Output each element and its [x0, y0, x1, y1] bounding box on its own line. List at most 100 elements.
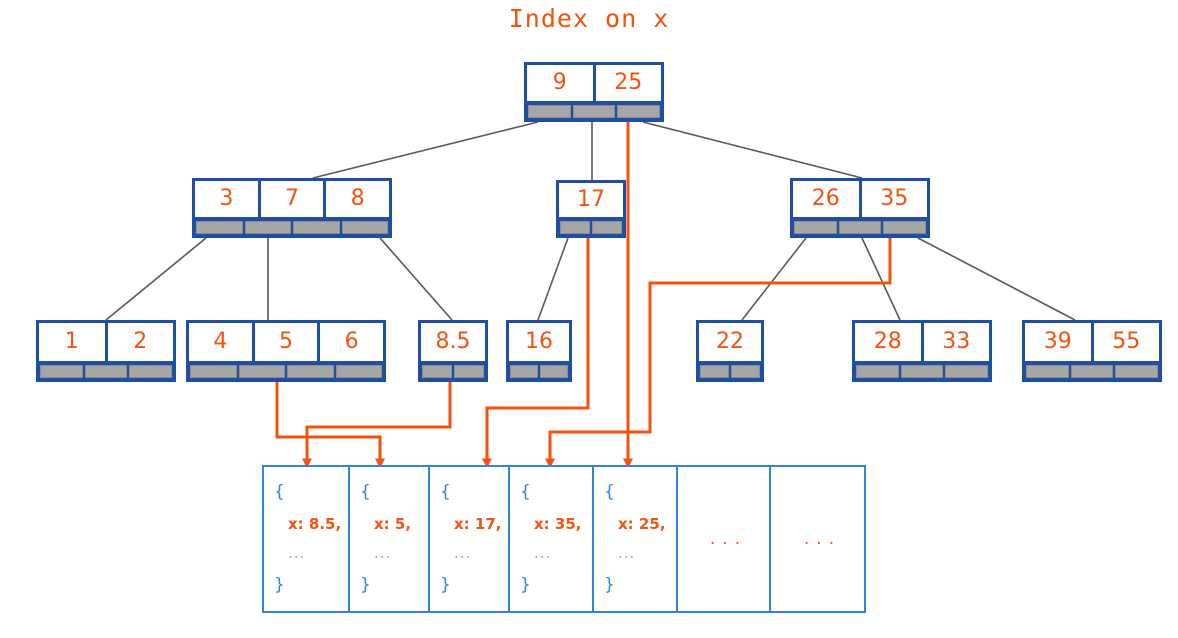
btree-root-node[interactable]: 9 25 — [524, 62, 664, 122]
leaf-keys: 1 2 — [39, 323, 173, 361]
brace-close: } — [440, 575, 451, 595]
internal-keys: 26 35 — [793, 181, 927, 217]
key-cell: 8.5 — [421, 323, 485, 361]
key-cell: 28 — [855, 323, 924, 361]
leaf-pointers — [39, 361, 173, 379]
btree-internal-node-26-35[interactable]: 26 35 — [790, 178, 930, 238]
pointer-85-to-doc — [302, 382, 452, 469]
pointer-cell[interactable] — [856, 365, 899, 378]
document-cell-more[interactable]: ... — [678, 467, 771, 611]
key-cell: 22 — [699, 323, 761, 361]
key-cell: 8 — [326, 181, 390, 217]
pointer-cell[interactable] — [40, 365, 83, 378]
key-cell: 17 — [559, 183, 623, 217]
pointer-cell[interactable] — [1026, 365, 1069, 378]
pointer-cell[interactable] — [560, 221, 590, 234]
pointer-cell[interactable] — [196, 221, 243, 234]
document-cell[interactable]: { x: 25, ... } — [594, 467, 678, 611]
pointer-cell[interactable] — [572, 105, 616, 118]
pointer-cell[interactable] — [592, 221, 622, 234]
document-collection-row: { x: 8.5, ... } { x: 5, ... } { x: 17, .… — [262, 465, 866, 613]
key-cell: 5 — [254, 323, 321, 361]
pointer-cell[interactable] — [1070, 365, 1114, 378]
key-cell: 26 — [793, 181, 862, 217]
key-cell: 55 — [1093, 323, 1159, 361]
brace-open: { — [520, 482, 531, 502]
pointer-cell[interactable] — [883, 221, 927, 234]
pointer-cell[interactable] — [838, 221, 882, 234]
pointer-cell[interactable] — [287, 365, 334, 378]
pointer-cell[interactable] — [293, 221, 340, 234]
brace-open: { — [360, 482, 371, 502]
btree-leaf-node-28-33[interactable]: 28 33 — [852, 320, 992, 382]
pointer-cell[interactable] — [900, 365, 944, 378]
key-cell: 4 — [189, 323, 255, 361]
brace-open: { — [604, 482, 615, 502]
brace-close: } — [274, 575, 285, 595]
pointer-cell[interactable] — [190, 365, 237, 378]
doc-field: x: 5, — [374, 515, 412, 533]
doc-ellipsis: ... — [618, 544, 636, 562]
doc-field: x: 17, — [454, 515, 502, 533]
pointer-cell[interactable] — [422, 365, 452, 378]
pointer-cell[interactable] — [617, 105, 661, 118]
pointer-cell[interactable] — [731, 365, 760, 378]
document-cell[interactable]: { x: 35, ... } — [510, 467, 594, 611]
pointer-cell[interactable] — [454, 365, 484, 378]
internal-keys: 17 — [559, 183, 623, 217]
pointer-cell[interactable] — [335, 365, 382, 378]
btree-leaf-node-39-55[interactable]: 39 55 — [1022, 320, 1162, 382]
btree-leaf-node-8-5[interactable]: 8.5 — [418, 320, 488, 382]
leaf-keys: 28 33 — [855, 323, 989, 361]
key-cell: 16 — [509, 323, 569, 361]
pointer-cell[interactable] — [84, 365, 128, 378]
key-cell: 2 — [107, 323, 173, 361]
document-cell[interactable]: { x: 5, ... } — [350, 467, 430, 611]
leaf-pointers — [421, 361, 485, 379]
btree-leaf-node-22[interactable]: 22 — [696, 320, 764, 382]
internal-pointers — [195, 217, 389, 235]
brace-close: } — [604, 575, 615, 595]
pointer-cell[interactable] — [244, 221, 291, 234]
pointer-cell[interactable] — [528, 105, 571, 118]
internal-pointers — [793, 217, 927, 235]
pointer-5-to-doc — [275, 382, 385, 469]
pointer-cell[interactable] — [341, 221, 388, 234]
btree-leaf-node-1-2[interactable]: 1 2 — [36, 320, 176, 382]
pointer-cell[interactable] — [540, 365, 568, 378]
pointer-cell[interactable] — [129, 365, 173, 378]
doc-field: x: 8.5, — [288, 515, 342, 533]
leaf-keys: 16 — [509, 323, 569, 361]
leaf-pointers — [699, 361, 761, 379]
document-cell[interactable]: { x: 17, ... } — [430, 467, 510, 611]
btree-leaf-node-4-5-6[interactable]: 4 5 6 — [186, 320, 386, 382]
tree-connectors-level2 — [105, 237, 1076, 321]
pointer-cell[interactable] — [510, 365, 538, 378]
document-cell-more[interactable]: ... — [771, 467, 864, 611]
key-cell: 7 — [260, 181, 327, 217]
leaf-keys: 4 5 6 — [189, 323, 384, 361]
doc-ellipsis: ... — [374, 544, 392, 562]
key-cell: 9 — [527, 65, 596, 101]
pointer-17-to-doc — [482, 238, 590, 469]
brace-open: { — [274, 482, 285, 502]
btree-internal-node-17[interactable]: 17 — [556, 180, 626, 238]
pointer-cell[interactable] — [238, 365, 285, 378]
pointer-cell[interactable] — [794, 221, 837, 234]
document-cell[interactable]: { x: 8.5, ... } — [264, 467, 350, 611]
pointer-cell[interactable] — [945, 365, 989, 378]
pointer-cell[interactable] — [700, 365, 729, 378]
page-title: Index on x — [508, 4, 670, 33]
doc-ellipsis: ... — [534, 544, 552, 562]
doc-ellipsis: ... — [454, 544, 472, 562]
leaf-keys: 22 — [699, 323, 761, 361]
tree-connectors-root — [312, 121, 863, 180]
btree-leaf-node-16[interactable]: 16 — [506, 320, 572, 382]
pointer-35-to-doc — [545, 238, 892, 469]
btree-internal-node-3-7-8[interactable]: 3 7 8 — [192, 178, 392, 238]
root-pointers — [527, 101, 661, 119]
key-cell: 33 — [923, 323, 989, 361]
brace-close: } — [520, 575, 531, 595]
pointer-cell[interactable] — [1115, 365, 1159, 378]
